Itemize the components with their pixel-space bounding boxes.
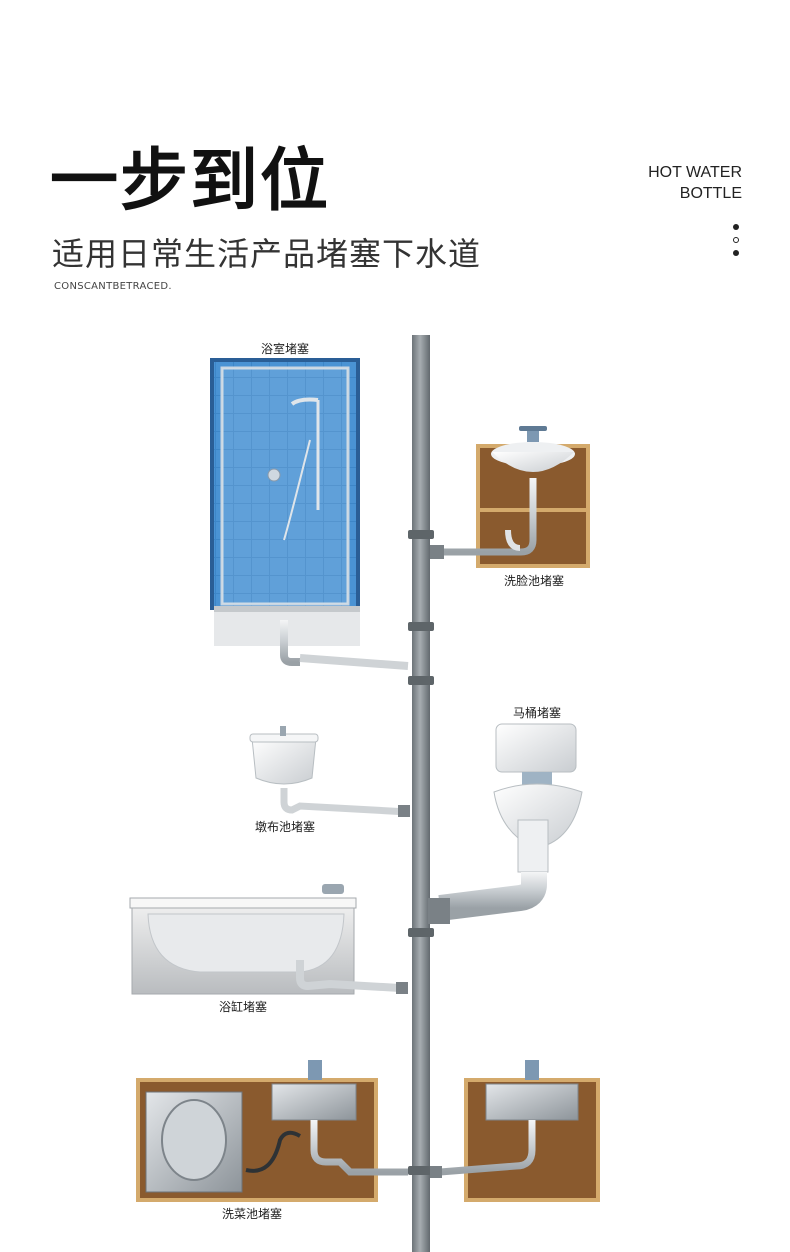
label-kitchen-sink: 洗菜池堵塞 [221,1207,283,1221]
kitchen-sink-cabinet [136,1060,408,1202]
dot-1[interactable] [733,224,739,230]
page-title: 一步到位 [50,142,331,221]
brand-line-2: BOTTLE [679,185,742,202]
label-mop-sink: 墩布池堵塞 [254,820,316,834]
label-bathtub: 浴缸堵塞 [218,1000,268,1014]
mop-sink [249,726,410,817]
dot-3[interactable] [733,250,739,256]
right-sink-cabinet [430,1060,600,1202]
brand-line-1: HOT WATER [648,164,742,181]
bathroom-shower [210,358,409,670]
label-washbasin: 洗脸池堵塞 [503,574,565,588]
dot-2[interactable] [733,237,739,243]
label-bathroom: 浴室堵塞 [260,342,310,356]
english-caption: CONSCANTBETRACED. [54,281,172,292]
bathtub [129,884,408,995]
label-toilet: 马桶堵塞 [512,706,562,720]
washbasin-cabinet [430,426,590,568]
main-drain-pipe [408,335,434,1252]
page-subtitle: 适用日常生活产品堵塞下水道 [52,235,482,273]
brand-label: HOT WATER BOTTLE [648,162,742,204]
toilet [428,723,583,924]
